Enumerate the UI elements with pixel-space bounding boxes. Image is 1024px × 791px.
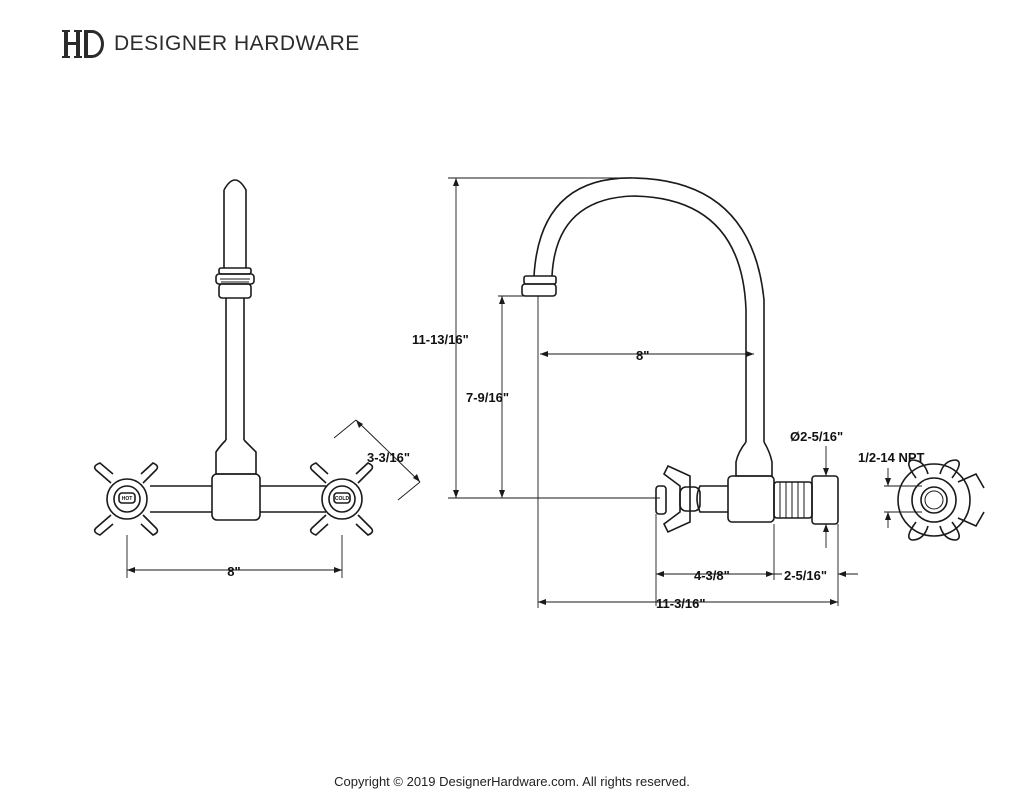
spout-outer (533, 177, 765, 442)
front-riser-top (223, 179, 247, 268)
cold-label: COLD (335, 496, 350, 502)
dh-monogram-icon (62, 30, 104, 58)
front-aerator-ring (218, 267, 252, 275)
back-view: 1/2-14 NPT (858, 450, 985, 541)
side-reach-dim: 8" (636, 348, 649, 363)
front-view: HOT COLD 8" 3-3/16" (93, 179, 421, 579)
spout-inner (551, 195, 747, 442)
side-handle-offset-dim: 4-3/8" (694, 568, 730, 583)
front-spread-dim-lines (126, 535, 343, 578)
front-handle-right: COLD (309, 462, 374, 536)
front-handle-dim: 3-3/16" (367, 450, 410, 465)
hot-label: HOT (122, 496, 133, 502)
side-wall-plate (811, 475, 839, 525)
side-flange-diameter-dim: Ø2-5/16" (790, 429, 843, 444)
brand-name: DESIGNER HARDWARE (114, 32, 360, 55)
side-view: 11-13/16" 7-9/16" 8" Ø2-5/16" 4-3/8" 2-5… (412, 177, 858, 611)
copyright: Copyright © 2019 DesignerHardware.com. A… (334, 774, 690, 789)
side-body (727, 475, 775, 523)
side-height-dim: 11-13/16" (412, 332, 469, 347)
back-outer-ring (897, 463, 971, 537)
back-thread (920, 486, 948, 514)
side-spout-height-dim: 7-9/16" (466, 390, 509, 405)
brand: DESIGNER HARDWARE (62, 26, 360, 62)
back-thread-dim: 1/2-14 NPT (858, 450, 925, 465)
side-handle (655, 464, 691, 534)
front-body (211, 473, 261, 521)
front-handle-left: HOT (93, 462, 159, 536)
side-overall-depth-dim: 11-3/16" (656, 596, 706, 611)
side-flange-depth-dim: 2-5/16" (784, 568, 827, 583)
front-spread-dim: 8" (227, 564, 240, 579)
